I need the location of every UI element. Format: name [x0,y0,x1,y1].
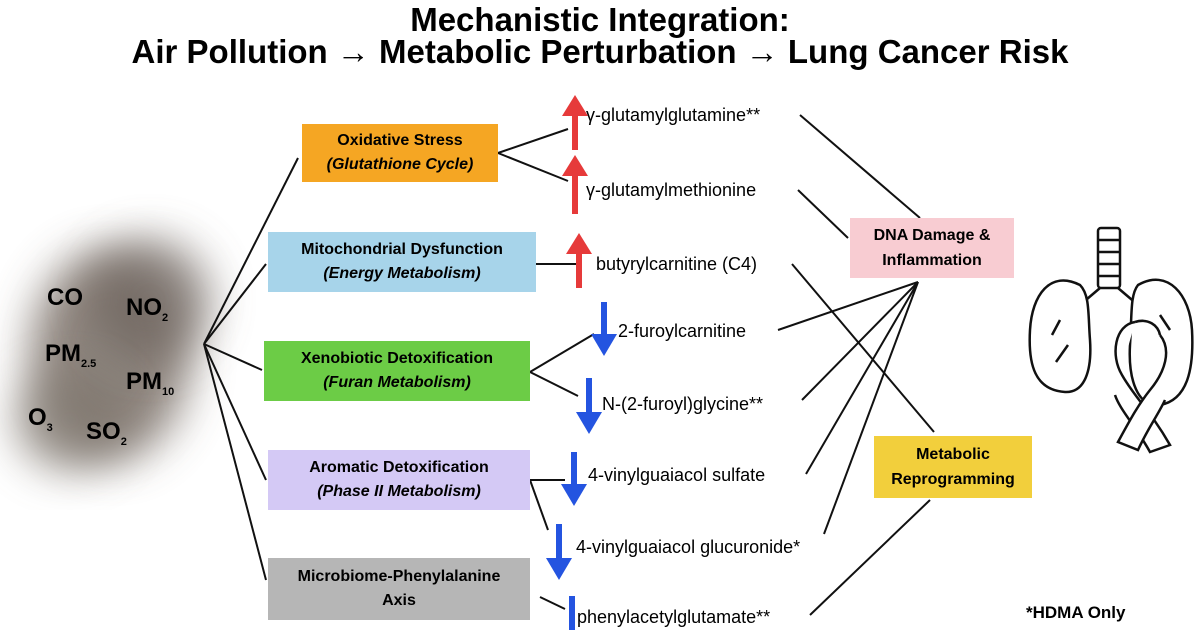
m6-to-dna [805,281,919,475]
outcome-line-2: Inflammation [882,252,982,269]
aromatic-branch-b [529,479,549,531]
pathway-name: Mitochondrial Dysfunction [301,241,503,258]
title-line-1: Mechanistic Integration: [410,1,790,38]
pollutant-no2: NO2 [126,294,169,324]
pathway-sub: (Glutathione Cycle) [326,156,474,173]
metabolite-label-1: γ-glutamylglutamine** [586,105,761,125]
hub-to-microbiome [203,343,267,581]
arrow-metabolite-6 [561,452,587,506]
arrow-metabolite-5 [576,378,602,434]
outcome-dna-damage: DNA Damage & Inflammation [850,218,1014,278]
pollutant-pm10: PM10 [126,368,175,398]
pathway-mitochondrial-dysfunction: Mitochondrial Dysfunction (Energy Metabo… [268,232,536,292]
pathway-sub: (Energy Metabolism) [323,265,481,282]
pathway-name: Oxidative Stress [337,132,463,149]
pathway-name: Xenobiotic Detoxification [300,350,493,367]
pathway-name: Microbiome-Phenylalanine [297,568,501,585]
m7-to-dna [823,281,919,535]
hub-to-xeno [203,343,263,371]
title-line-2: Air Pollution → Metabolic Perturbation →… [131,33,1069,70]
m1-to-dna [799,114,921,219]
arrow-metabolite-4 [591,302,617,356]
xeno-branch-a [529,333,595,373]
pollutant-co: CO [47,284,83,311]
metabolite-label-4: 2-furoylcarnitine [618,321,747,341]
outcome-line-1: Metabolic [916,446,990,463]
pathway-aromatic-detoxification: Aromatic Detoxification (Phase II Metabo… [268,450,530,510]
xeno-branch-b [529,371,579,397]
pathway-sub: Axis [382,592,416,609]
metabolite-label-2: γ-glutamylmethionine [586,180,757,200]
metabolite-label-7: 4-vinylguaiacol glucuronide* [576,537,801,557]
pollutant-o3: O3 [28,404,53,434]
pathway-sub: (Phase II Metabolism) [317,483,481,500]
pollution-cloud-icon [15,240,210,470]
m8-to-metabolic [809,499,931,616]
m4-to-dna [777,281,919,331]
pathway-oxidative-stress: Oxidative Stress (Glutathione Cycle) [302,124,498,182]
outcome-metabolic-reprogramming: Metabolic Reprogramming [874,436,1032,498]
footnote: *HDMA Only [1026,603,1126,622]
hub-to-mito [203,263,267,345]
pathway-microbiome-phenylalanine: Microbiome-Phenylalanine Axis [268,558,530,620]
pathway-name: Aromatic Detoxification [309,459,489,476]
pollutant-so2: SO2 [86,418,127,448]
oxidative-branch-b [497,152,569,182]
microbiome-branch [539,596,566,610]
hub-to-aromatic [203,343,267,481]
outcome-line-1: DNA Damage & [873,227,991,244]
metabolite-label-5: N-(2-furoyl)glycine** [602,394,764,414]
arrow-metabolite-1 [562,95,588,150]
arrow-metabolite-7 [546,524,572,580]
m2-to-dna [797,189,849,239]
arrow-metabolite-8 [569,596,575,630]
arrow-metabolite-3 [566,233,592,288]
lungs-ribbon-icon [1028,226,1194,454]
m3-to-metabolic [791,263,935,433]
metabolite-label-3: butyrylcarnitine (C4) [596,254,758,274]
metabolite-label-6: 4-vinylguaiacol sulfate [588,465,766,485]
pollutant-pm25: PM2.5 [45,340,97,370]
connector-lines [203,114,935,616]
outcome-line-2: Reprogramming [891,471,1015,488]
pathway-xenobiotic-detoxification: Xenobiotic Detoxification (Furan Metabol… [264,341,530,401]
m5-to-dna [801,281,919,401]
hub-to-oxidative [203,157,299,345]
oxidative-branch-a [497,128,569,154]
arrow-metabolite-2 [562,155,588,214]
metabolite-label-8: phenylacetylglutamate** [577,607,771,627]
pathway-sub: (Furan Metabolism) [323,374,471,391]
